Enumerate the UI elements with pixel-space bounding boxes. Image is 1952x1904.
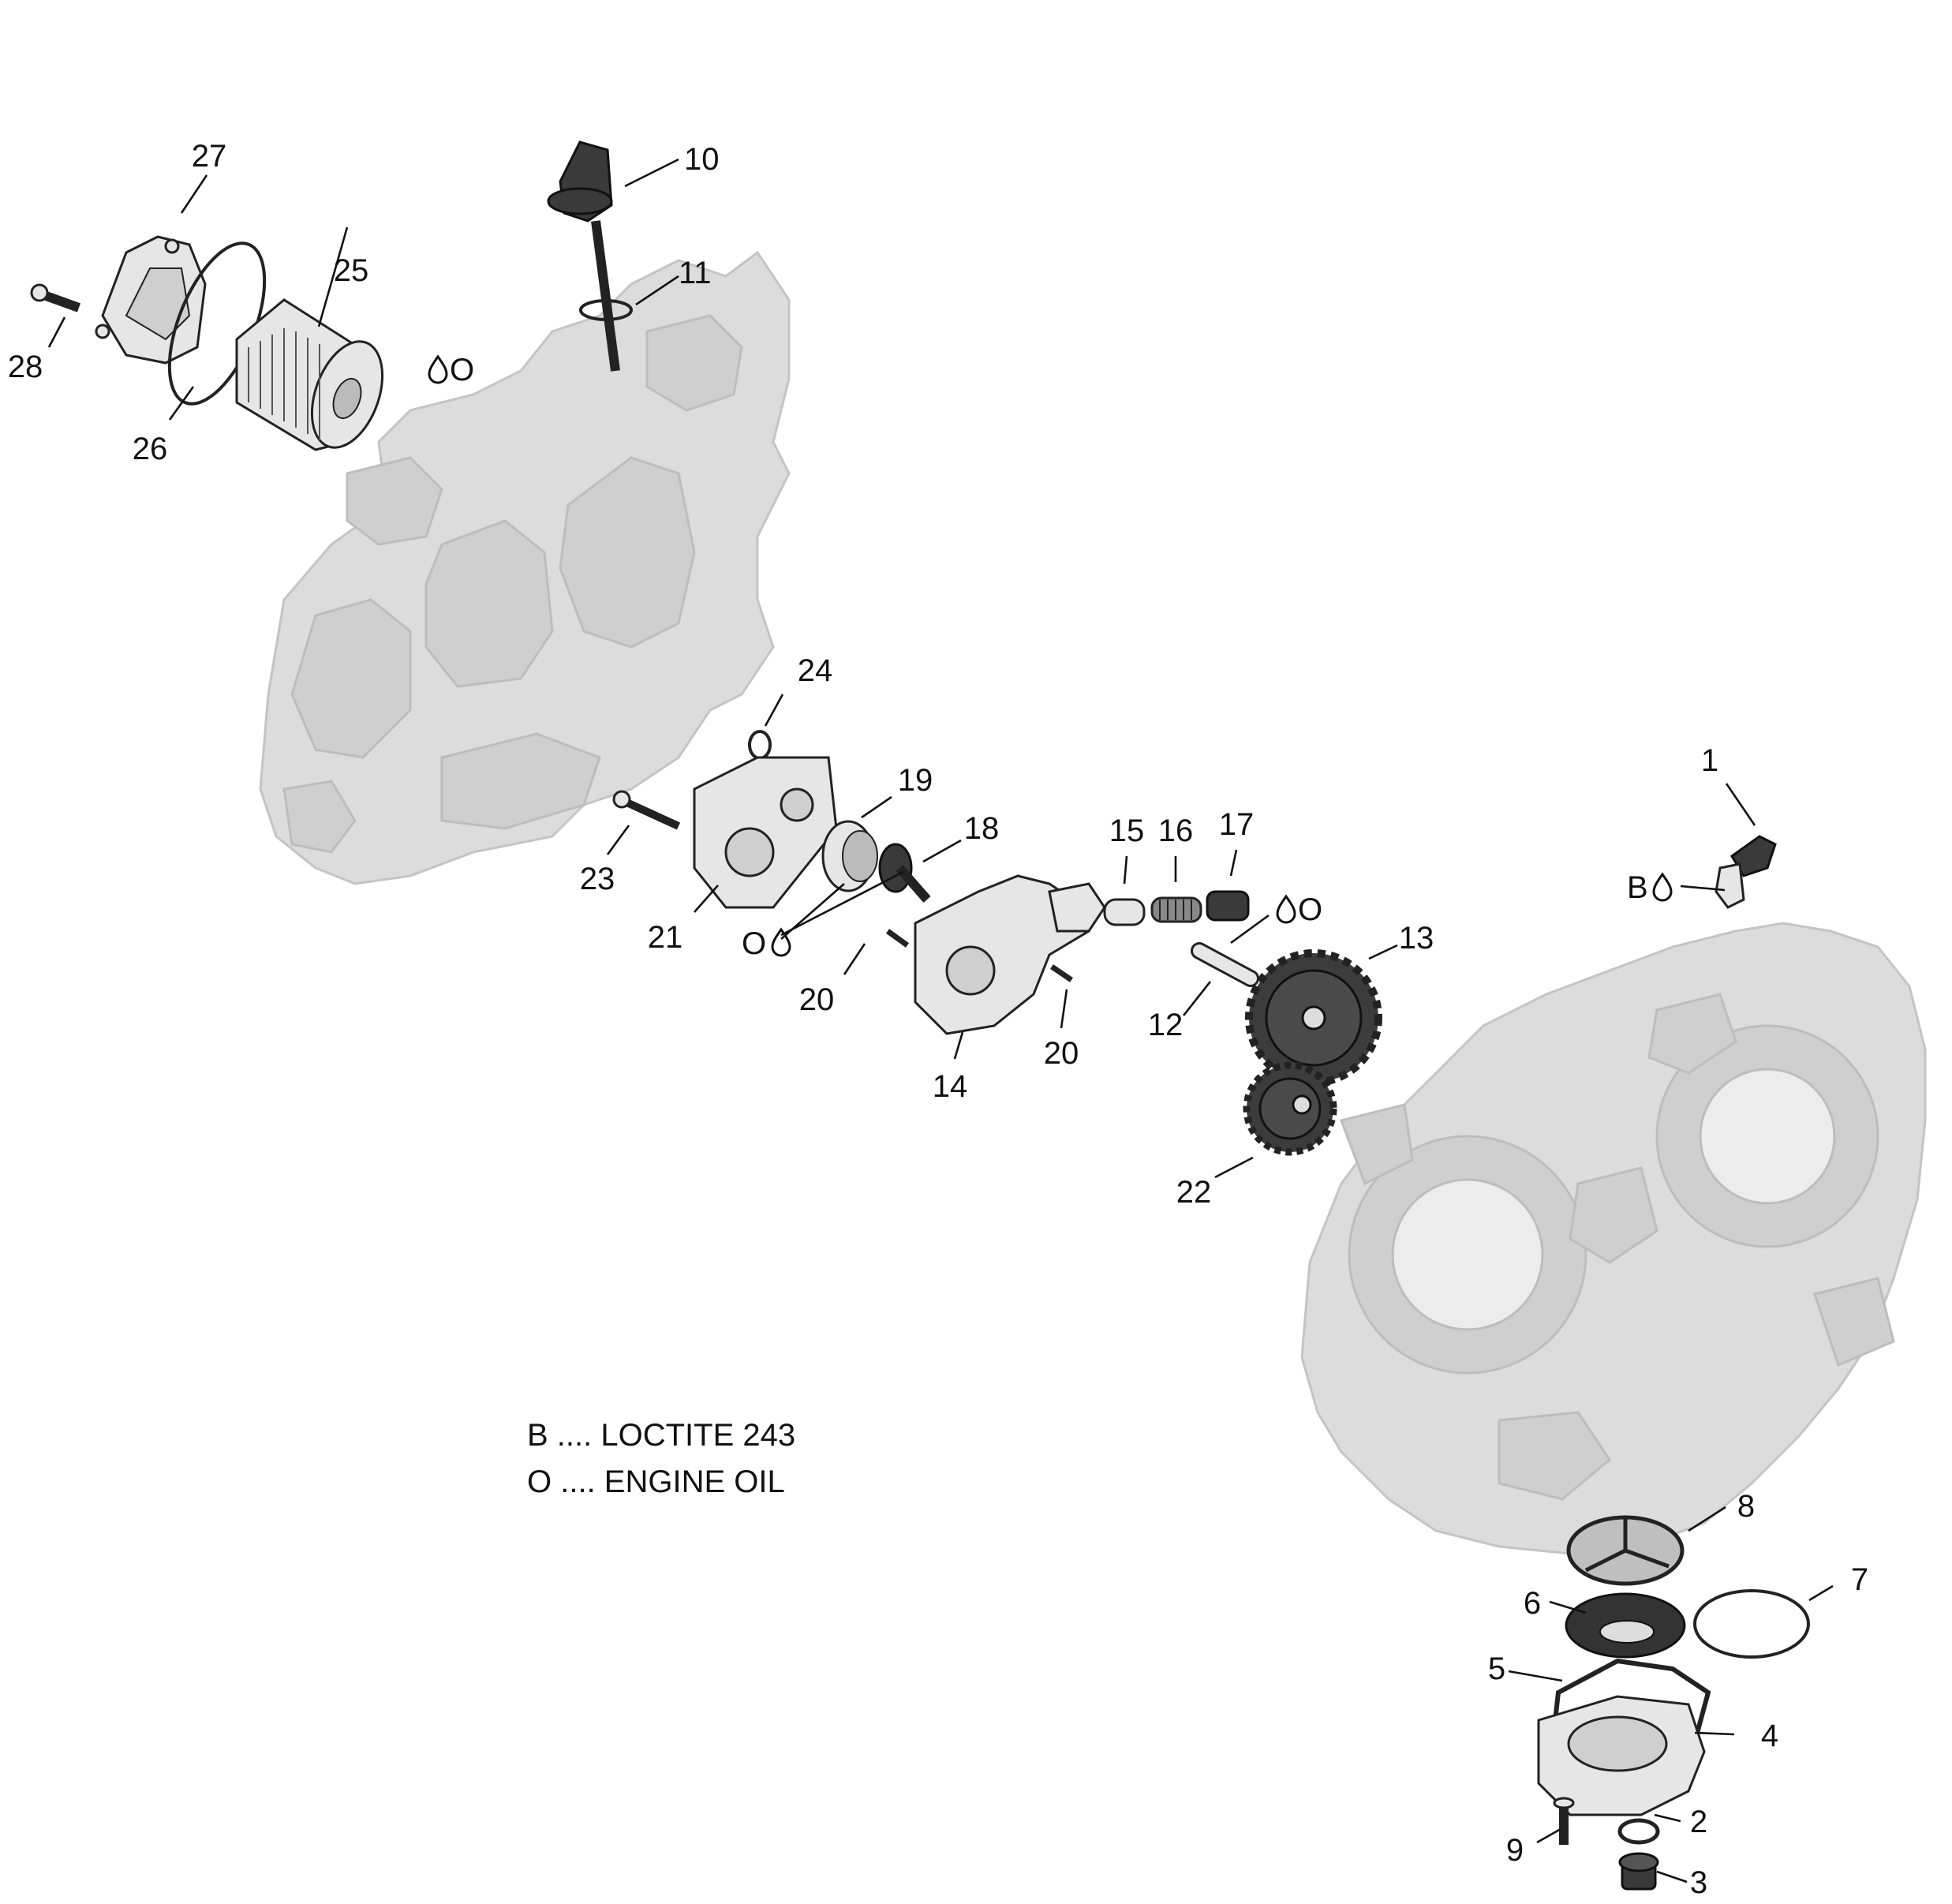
marker-loctite-sensor: B xyxy=(1627,870,1673,905)
marker-oil-filter: O xyxy=(428,353,474,387)
part-20-pin-right xyxy=(1050,964,1073,982)
part-28-bolt xyxy=(30,283,81,312)
callout-20-left: 20 xyxy=(799,982,835,1017)
callout-27: 27 xyxy=(192,139,227,174)
engine-case-lower-ghost xyxy=(1300,922,1927,1556)
svg-text:O: O xyxy=(742,926,766,961)
part-25-oil-filter xyxy=(235,298,384,451)
svg-text:O: O xyxy=(1298,892,1322,927)
marker-oil-pin: O xyxy=(1276,892,1322,927)
callout-5: 5 xyxy=(1488,1652,1505,1686)
part-24-o-ring xyxy=(748,730,772,760)
part-8-oil-screen xyxy=(1566,1515,1685,1586)
svg-text:B: B xyxy=(1627,870,1648,905)
callout-25: 25 xyxy=(334,253,369,288)
callout-15: 15 xyxy=(1109,814,1145,848)
part-19-rotor xyxy=(821,820,878,892)
part-9-bolt xyxy=(1553,1797,1575,1845)
part-21-oil-pump-cover xyxy=(693,756,838,909)
svg-text:O: O xyxy=(450,353,474,387)
part-20-pin-left xyxy=(885,929,910,948)
callout-22: 22 xyxy=(1176,1175,1212,1210)
callout-7: 7 xyxy=(1851,1562,1868,1597)
callout-24: 24 xyxy=(798,653,833,688)
callout-10: 10 xyxy=(684,142,720,177)
drop-icon xyxy=(1652,872,1673,902)
marker-oil-pump: O xyxy=(742,926,791,961)
legend: B .... LOCTITE 243 O .... ENGINE OIL xyxy=(527,1418,795,1499)
legend-loctite: B .... LOCTITE 243 xyxy=(527,1418,795,1453)
callout-2: 2 xyxy=(1690,1805,1707,1839)
drop-icon xyxy=(428,354,448,384)
part-2-washer xyxy=(1617,1818,1660,1845)
part-17-plug xyxy=(1206,890,1250,922)
part-15-plunger xyxy=(1103,898,1146,926)
callout-1: 1 xyxy=(1701,743,1718,778)
callout-labels: 27 28 25 26 10 11 24 23 19 18 21 20 20 1… xyxy=(8,139,1868,1900)
part-23-bolt xyxy=(612,790,681,830)
part-16-spring xyxy=(1150,896,1202,923)
callout-14: 14 xyxy=(933,1069,968,1104)
part-3-drain-plug xyxy=(1618,1852,1659,1891)
part-4-oil-cover xyxy=(1537,1695,1706,1816)
callout-12: 12 xyxy=(1148,1008,1184,1042)
leader-lines xyxy=(47,158,1834,1883)
callout-17: 17 xyxy=(1219,807,1255,842)
callout-20-right: 20 xyxy=(1044,1036,1079,1071)
callout-8: 8 xyxy=(1737,1489,1755,1524)
callout-9: 9 xyxy=(1506,1833,1524,1868)
part-27-filter-cover xyxy=(95,235,207,365)
part-7-o-ring xyxy=(1693,1589,1810,1659)
part-13-gear xyxy=(1245,949,1382,1087)
callout-18: 18 xyxy=(964,811,1000,846)
drop-icon xyxy=(1276,894,1296,924)
drop-icon xyxy=(771,927,791,957)
callout-4: 4 xyxy=(1761,1719,1778,1753)
callout-26: 26 xyxy=(133,432,168,466)
part-12-shaft xyxy=(1191,942,1259,987)
part-14-oil-pump-housing xyxy=(914,874,1106,1035)
callout-23: 23 xyxy=(580,862,615,896)
engine-case-upper-ghost xyxy=(259,250,791,885)
part-6-diaphragm xyxy=(1565,1592,1686,1659)
part-22-gear xyxy=(1243,1061,1337,1156)
callout-11: 11 xyxy=(679,256,712,290)
callout-19: 19 xyxy=(898,763,933,798)
callout-28: 28 xyxy=(8,350,43,384)
part-10-dipstick-handle xyxy=(547,140,620,372)
callout-13: 13 xyxy=(1399,921,1434,956)
part-1-sensor xyxy=(1715,835,1777,909)
part-11-o-ring xyxy=(579,299,633,321)
callout-3: 3 xyxy=(1690,1865,1707,1900)
callout-16: 16 xyxy=(1158,814,1194,848)
callout-6: 6 xyxy=(1524,1586,1541,1621)
callout-21: 21 xyxy=(648,920,683,955)
legend-engine-oil: O .... ENGINE OIL xyxy=(527,1464,785,1499)
